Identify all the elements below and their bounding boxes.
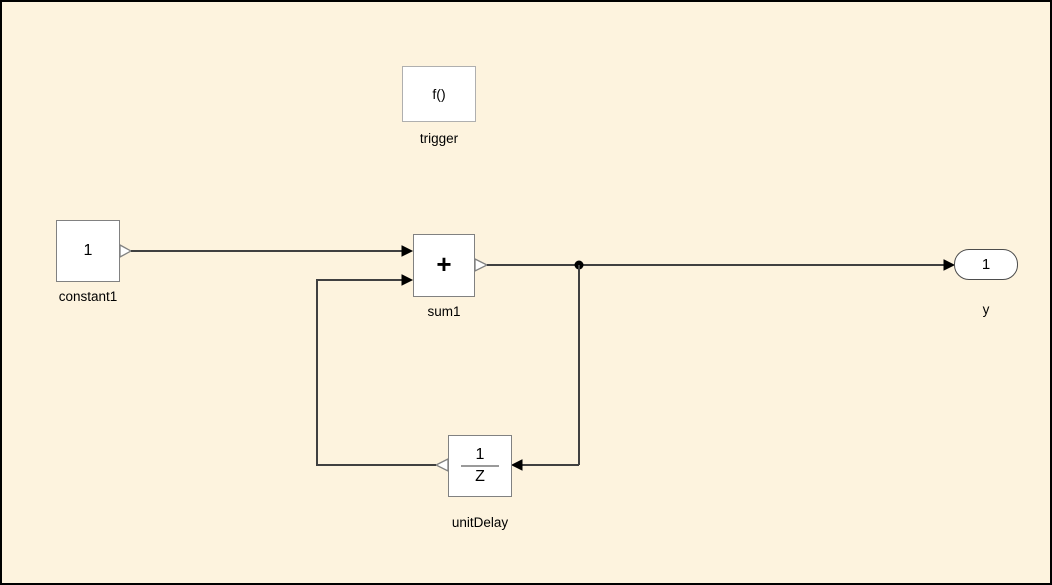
block-label-trigger: trigger [419,131,459,146]
arrowhead-icon [401,245,414,257]
fraction-numerator: 1 [475,446,485,463]
wire-sum1-to-y[interactable] [474,257,956,273]
branch-point [574,260,584,270]
block-constant1[interactable]: 1 [56,220,120,282]
arrowhead-icon [943,259,956,271]
block-sum1[interactable]: + [413,234,475,297]
output-port-icon [474,257,489,273]
block-label-sum1: sum1 [427,304,461,319]
outport-number-text: 1 [981,256,991,273]
fraction-denominator: Z [475,468,485,485]
block-label-constant1: constant1 [58,289,118,304]
output-port-icon [119,243,133,259]
block-unitdelay[interactable]: 1 Z [448,435,512,497]
block-outport-y[interactable]: 1 [954,249,1018,280]
arrowhead-icon [510,459,523,471]
plus-sign-icon: + [436,249,452,279]
output-port-icon [434,457,449,473]
block-label-unitdelay: unitDelay [451,515,509,530]
wire-branch-to-unitdelay[interactable] [510,265,580,471]
block-trigger[interactable]: f() [402,66,476,122]
trigger-function-text: f() [432,86,446,102]
arrowhead-icon [401,274,414,286]
constant-value-text: 1 [83,242,93,259]
wire-constant1-to-sum1[interactable] [119,243,414,259]
block-label-y: y [982,302,990,317]
fraction-bar [461,465,499,467]
unit-delay-fraction: 1 Z [461,446,499,486]
